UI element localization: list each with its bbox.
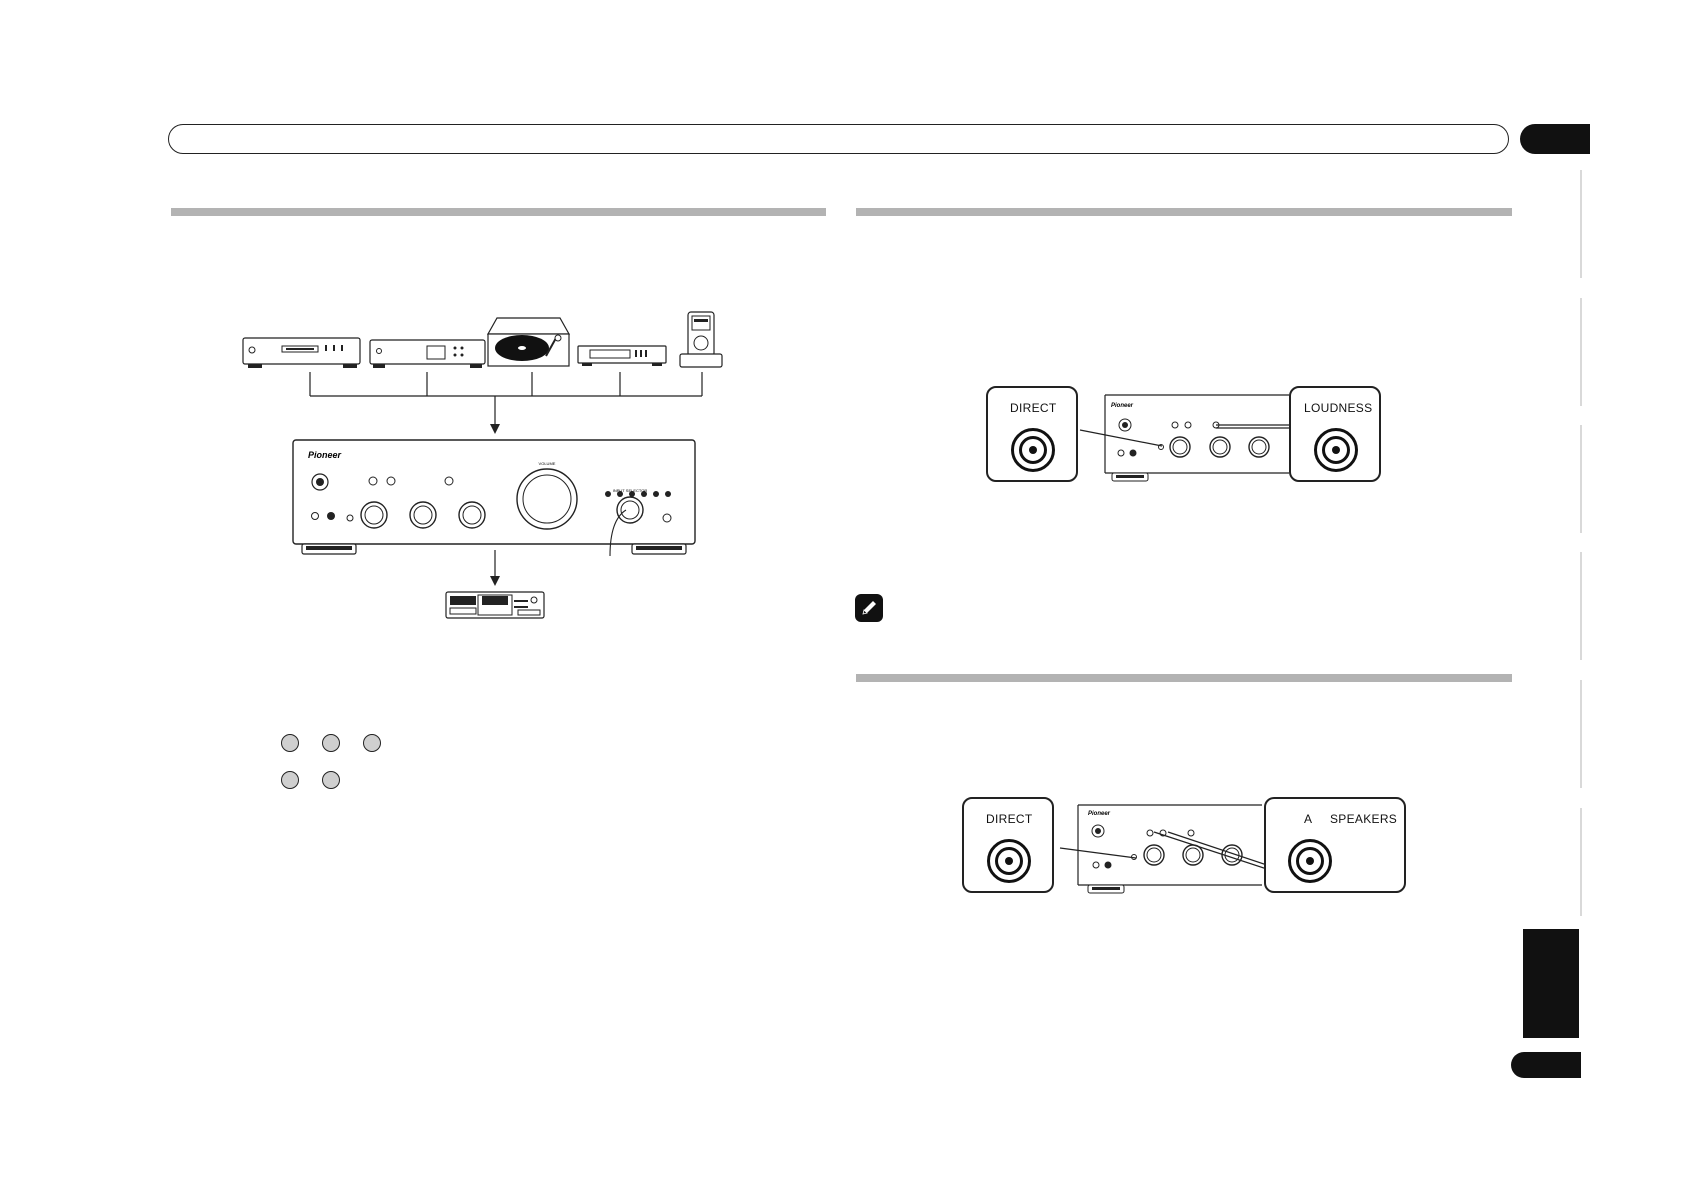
direct-label-2: DIRECT: [986, 812, 1033, 826]
speakers-button-callout: A SPEAKERS: [1264, 797, 1406, 893]
ipod-dock-illustration: [679, 311, 723, 368]
side-index-line: [1580, 552, 1582, 660]
svg-text:Pioneer: Pioneer: [1111, 403, 1134, 409]
direct-label: DIRECT: [1010, 401, 1057, 415]
step-circle-icon: [281, 771, 299, 789]
step-circle-icon: [363, 734, 381, 752]
turntable-illustration: [486, 317, 571, 367]
header-bar: [168, 124, 1509, 154]
amplifier-illustration: Pioneer VOLUME INPUT SELECTOR: [292, 439, 696, 557]
callout-leader-lines: [1079, 424, 1290, 447]
side-index-line: [1580, 425, 1582, 533]
direct-button-callout: DIRECT: [986, 386, 1078, 482]
loudness-button-icon: [1314, 428, 1358, 472]
loudness-label: LOUDNESS: [1304, 401, 1373, 415]
side-index-line: [1580, 808, 1582, 916]
cd-player-illustration: [242, 337, 361, 368]
direct-button-callout-2: DIRECT: [962, 797, 1054, 893]
side-index-line: [1580, 170, 1582, 278]
step-circle-icon: [281, 734, 299, 752]
note-pencil-icon: [855, 594, 883, 622]
direct-button-icon: [987, 839, 1031, 883]
input-selector-label: INPUT SELECTOR: [613, 488, 648, 493]
cassette-deck-illustration: [445, 591, 545, 619]
speakers-label: SPEAKERS: [1330, 812, 1398, 826]
section-rule-right-bottom: [856, 674, 1512, 682]
callout-leader-lines: [1059, 831, 1270, 871]
svg-text:Pioneer: Pioneer: [1088, 811, 1111, 817]
network-player-illustration: [369, 339, 486, 368]
step-circle-icon: [322, 771, 340, 789]
section-rule-right-top: [856, 208, 1512, 216]
side-index-line: [1580, 298, 1582, 406]
language-index-tab: [1523, 929, 1579, 1038]
section-rule-left: [171, 208, 826, 216]
side-index-line: [1580, 680, 1582, 788]
connection-diagram: Pioneer VOLUME INPUT SELECTOR: [242, 311, 723, 619]
svg-text:Pioneer: Pioneer: [308, 450, 342, 460]
page-number-tab: [1511, 1052, 1581, 1078]
tuner-illustration: [577, 345, 667, 366]
volume-label: VOLUME: [539, 461, 556, 466]
speakers-button-icon: [1288, 839, 1332, 883]
chapter-tab: [1520, 124, 1590, 154]
loudness-button-callout: LOUDNESS: [1289, 386, 1381, 482]
speakers-a-label: A: [1304, 812, 1313, 826]
direct-button-icon: [1011, 428, 1055, 472]
step-circle-icon: [322, 734, 340, 752]
amplifier-detail-loudness: Pioneer: [1104, 394, 1289, 482]
